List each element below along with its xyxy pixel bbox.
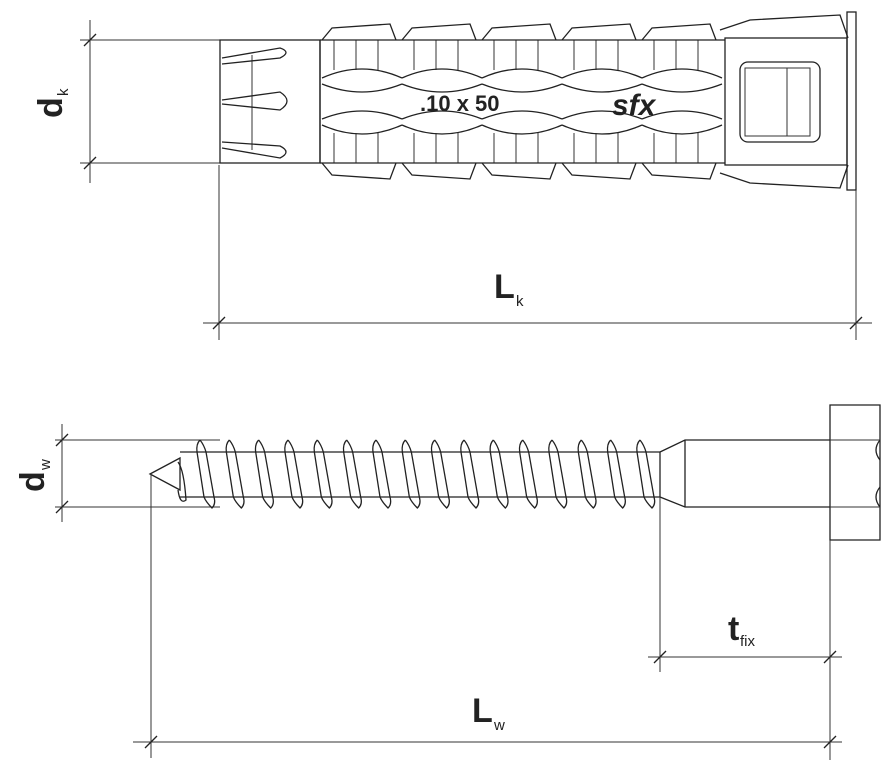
rib-bottom: [401, 162, 477, 180]
wave-bottom-inner: [321, 110, 403, 120]
wave-bottom: [321, 124, 403, 135]
thread-crest: [430, 439, 450, 509]
rib-bottom: [321, 162, 397, 180]
lk-label-sub: k: [516, 293, 524, 310]
wave-top-inner: [561, 83, 643, 93]
thread-crest: [489, 439, 509, 509]
wave-top: [401, 68, 483, 79]
plug-ribs: [320, 23, 725, 180]
thread-crest: [636, 439, 656, 509]
lw-label-sub: w: [493, 717, 505, 734]
plug-flange: [846, 11, 857, 191]
wave-bottom-inner: [481, 110, 563, 120]
thread-crest: [518, 439, 538, 509]
wave-top: [321, 68, 403, 79]
rib-top: [401, 23, 477, 41]
dk-label: d: [32, 97, 70, 118]
wave-top-inner: [321, 83, 403, 93]
rib-bottom: [481, 162, 557, 180]
rib-top: [561, 23, 637, 41]
wave-top-inner: [481, 83, 563, 93]
tfix-label-sub: fix: [740, 633, 756, 650]
thread-crest: [548, 439, 568, 509]
wave-bottom: [481, 124, 563, 135]
thread-crest: [284, 439, 304, 509]
wave-bottom-inner: [641, 110, 723, 120]
thread-crest: [606, 439, 626, 509]
thread-crest: [372, 439, 392, 509]
dw-label: d: [14, 471, 52, 492]
wave-top: [561, 68, 643, 79]
wave-top: [641, 68, 723, 79]
rib-top: [321, 23, 397, 41]
dk-label-sub: k: [55, 88, 72, 96]
screw-tip: [148, 456, 181, 492]
plug-collar: [724, 37, 848, 166]
wave-bottom: [641, 124, 723, 135]
wave-bottom-inner: [401, 110, 483, 120]
rib-bottom: [561, 162, 637, 180]
plug-drawing: .10 x 50 sfx: [80, 11, 857, 191]
tfix-label: t: [728, 610, 739, 648]
lk-dimension: L k: [203, 165, 872, 340]
thread-crest: [225, 439, 245, 509]
thread-crest: [196, 439, 216, 509]
thread-crest: [313, 439, 333, 509]
wave-bottom: [401, 124, 483, 135]
tfix-dimension: t fix: [648, 497, 842, 760]
hex-head: [829, 404, 881, 541]
plug-brand-logo: sfx: [612, 89, 657, 122]
dw-dimension: d w: [14, 424, 69, 522]
lw-label: L: [472, 692, 493, 730]
wave-top-inner: [641, 83, 723, 93]
wave-bottom: [561, 124, 643, 135]
rib-top: [641, 23, 717, 41]
thread-crest: [577, 439, 597, 509]
wave-top: [481, 68, 563, 79]
wave-top-inner: [401, 83, 483, 93]
lw-dimension: L w: [133, 474, 842, 758]
screw-shank: [659, 439, 830, 508]
screw-drawing: [55, 404, 881, 541]
plug-marking: .10 x 50: [420, 91, 500, 116]
rib-bottom: [641, 162, 717, 180]
lk-label: L: [494, 268, 515, 306]
dw-label-sub: w: [37, 459, 54, 471]
thread-crest: [401, 439, 421, 509]
rib-top: [481, 23, 557, 41]
thread-crest: [460, 439, 480, 509]
anti-rotation-lug: [739, 61, 821, 143]
thread-crest: [342, 439, 362, 509]
screw-threads: [177, 439, 656, 509]
thread-crest: [254, 439, 274, 509]
dk-dimension: d k: [32, 20, 97, 183]
thread-start: [177, 461, 187, 502]
wave-bottom-inner: [561, 110, 643, 120]
